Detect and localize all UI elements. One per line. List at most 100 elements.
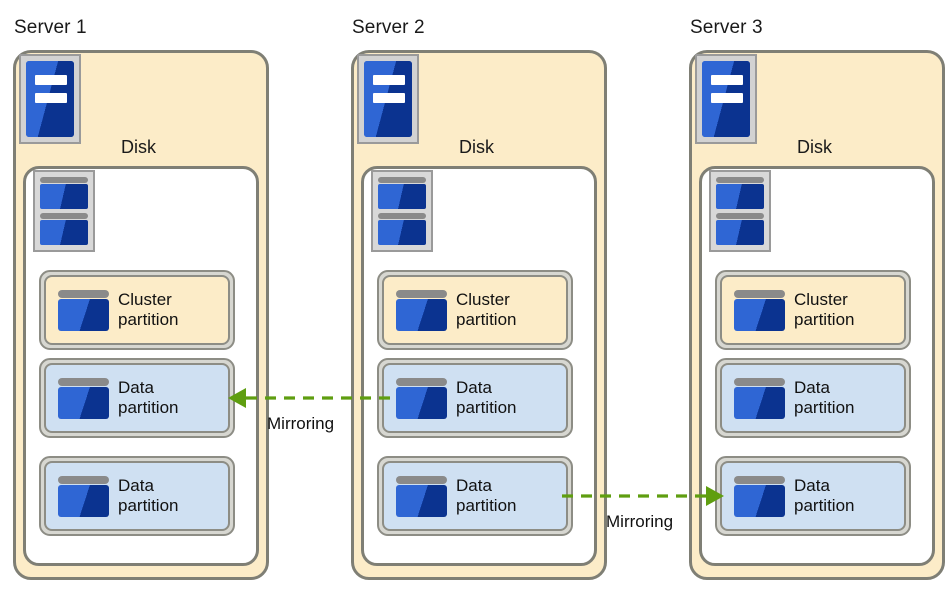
partition-icon-disc (396, 298, 447, 331)
server-icon (357, 54, 419, 144)
partition-icon-disc (396, 386, 447, 419)
disk-platter-cap (378, 213, 426, 219)
server-icon-bar-2 (711, 93, 743, 103)
partition-icon-disc (58, 386, 109, 419)
partition-icon (58, 377, 109, 419)
partition-label-line-2: partition (118, 310, 179, 329)
partition-icon-cap (396, 475, 447, 484)
server-icon-bar-2 (35, 93, 67, 103)
disk-stack-icon (371, 170, 433, 252)
partition-inner: Cluster partition (44, 275, 230, 345)
server-2-data-partition-2[interactable]: Data partition (377, 456, 573, 536)
partition-label-line-2: partition (456, 398, 517, 417)
partition-icon (58, 289, 109, 331)
partition-label-line-2: partition (794, 310, 855, 329)
partition-label: Data partition (456, 476, 516, 516)
server-1-data-partition-2[interactable]: Data partition (39, 456, 235, 536)
partition-icon-cap (396, 377, 447, 386)
partition-inner: Data partition (720, 461, 906, 531)
partition-icon (734, 289, 785, 331)
partition-icon-disc (58, 484, 109, 517)
partition-label-line-2: partition (794, 496, 855, 515)
partition-inner: Data partition (44, 363, 230, 433)
partition-icon (396, 289, 447, 331)
server-1-cluster-partition[interactable]: Cluster partition (39, 270, 235, 350)
partition-inner: Data partition (382, 363, 568, 433)
partition-label: Data partition (456, 378, 516, 418)
disk-platter-cap (716, 177, 764, 183)
server-1-disk-label: Disk (121, 137, 156, 157)
disk-platter-1 (378, 177, 426, 209)
partition-label-line-1: Cluster (118, 290, 172, 309)
server-1-data-partition-1[interactable]: Data partition (39, 358, 235, 438)
partition-label-line-1: Data (456, 476, 492, 495)
server-icon-bar-1 (35, 75, 67, 85)
disk-platter-disc (40, 220, 88, 245)
partition-label-line-2: partition (118, 398, 179, 417)
partition-label: Data partition (118, 378, 178, 418)
server-column-1: Server 1 Disk (13, 0, 288, 603)
mirroring-arrow-2 (562, 486, 724, 506)
server-icon-body (364, 61, 412, 137)
server-3-data-partition-2[interactable]: Data partition (715, 456, 911, 536)
partition-label-line-1: Cluster (794, 290, 848, 309)
server-icon-bar-1 (373, 75, 405, 85)
server-3-data-partition-1[interactable]: Data partition (715, 358, 911, 438)
partition-label: Cluster partition (456, 290, 516, 330)
disk-platter-disc (40, 184, 88, 209)
server-icon (695, 54, 757, 144)
partition-label: Cluster partition (794, 290, 854, 330)
partition-icon (396, 475, 447, 517)
mirroring-arrow-1 (228, 388, 390, 408)
partition-icon-cap (58, 475, 109, 484)
disk-platter-1 (716, 177, 764, 209)
server-icon-body (26, 61, 74, 137)
partition-inner: Data partition (382, 461, 568, 531)
partition-label: Cluster partition (118, 290, 178, 330)
server-icon-body (702, 61, 750, 137)
server-column-2: Server 2 Disk (351, 0, 626, 603)
partition-icon-disc (396, 484, 447, 517)
partition-icon-disc (58, 298, 109, 331)
server-2-title: Server 2 (352, 17, 425, 38)
partition-label: Data partition (794, 378, 854, 418)
partition-icon-cap (58, 377, 109, 386)
partition-icon (734, 377, 785, 419)
partition-inner: Cluster partition (382, 275, 568, 345)
disk-platter-disc (378, 220, 426, 245)
server-icon-bar-2 (373, 93, 405, 103)
disk-platter-2 (716, 213, 764, 245)
disk-platter-disc (378, 184, 426, 209)
partition-icon-cap (58, 289, 109, 298)
partition-icon-cap (734, 475, 785, 484)
disk-platter-cap (40, 177, 88, 183)
partition-label-line-1: Data (118, 378, 154, 397)
partition-inner: Data partition (720, 363, 906, 433)
disk-platter-2 (40, 213, 88, 245)
partition-label-line-2: partition (118, 496, 179, 515)
partition-label-line-1: Data (118, 476, 154, 495)
partition-label-line-2: partition (794, 398, 855, 417)
disk-platter-disc (716, 220, 764, 245)
mirroring-label-2: Mirroring (606, 512, 674, 531)
partition-icon-disc (734, 298, 785, 331)
server-3-cluster-partition[interactable]: Cluster partition (715, 270, 911, 350)
partition-label-line-1: Data (794, 476, 830, 495)
server-column-3: Server 3 Disk (689, 0, 948, 603)
partition-inner: Data partition (44, 461, 230, 531)
partition-icon (734, 475, 785, 517)
server-icon-bar-1 (711, 75, 743, 85)
partition-icon-disc (734, 484, 785, 517)
server-2-cluster-partition[interactable]: Cluster partition (377, 270, 573, 350)
disk-platter-cap (40, 213, 88, 219)
partition-icon (396, 377, 447, 419)
partition-label-line-1: Data (794, 378, 830, 397)
disk-platter-disc (716, 184, 764, 209)
server-3-title: Server 3 (690, 17, 763, 38)
server-icon (19, 54, 81, 144)
server-2-data-partition-1[interactable]: Data partition (377, 358, 573, 438)
partition-label-line-1: Cluster (456, 290, 510, 309)
partition-label: Data partition (118, 476, 178, 516)
server-2-disk-label: Disk (459, 137, 494, 157)
partition-label: Data partition (794, 476, 854, 516)
